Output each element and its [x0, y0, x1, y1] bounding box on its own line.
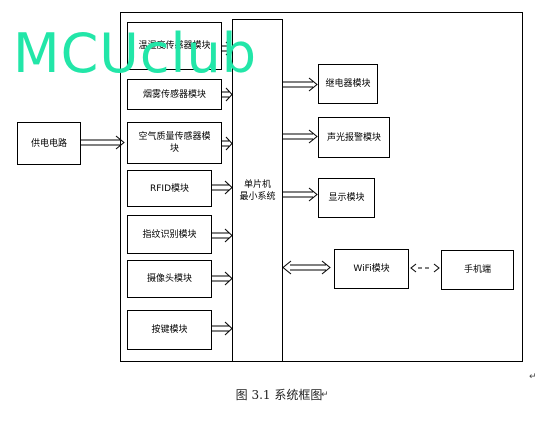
mcu-block: 单片机 最小系统: [232, 19, 283, 362]
arrow-mcu-wifi: [282, 260, 331, 275]
fingerprint-label: 指纹识别模块: [142, 229, 197, 240]
camera-block: 摄像头模块: [127, 260, 212, 298]
arrow-mcu-relay: [283, 77, 318, 92]
arrow-power-mcu: [81, 135, 125, 150]
power-supply-label: 供电电路: [30, 138, 67, 149]
arrow-mcu-display: [283, 187, 318, 202]
arrow-key-mcu: [212, 321, 233, 336]
arrow-air-mcu: [222, 136, 233, 151]
camera-label: 摄像头模块: [146, 274, 192, 284]
air-quality-sensor-label: 空气质量传感器模块: [138, 132, 211, 154]
temp-humidity-sensor-label: 温湿度传感器模块: [138, 41, 211, 51]
phone-label: 手机端: [463, 265, 491, 275]
key-label: 按键模块: [151, 325, 188, 335]
system-boundary: [120, 12, 523, 362]
arrow-mcu-alarm: [283, 129, 318, 144]
arrow-wifi-phone: [410, 263, 440, 273]
relay-label: 继电器模块: [325, 79, 371, 89]
paragraph-mark: ↵: [321, 390, 329, 400]
wifi-block: WiFi模块: [334, 249, 409, 289]
arrow-camera-mcu: [212, 271, 233, 286]
alarm-block: 声光报警模块: [318, 117, 390, 158]
key-block: 按键模块: [127, 310, 212, 350]
rfid-block: RFID模块: [127, 170, 212, 207]
watermark-text: MCUclub: [13, 22, 258, 85]
mcu-label: 单片机 最小系统: [239, 179, 276, 202]
smoke-sensor-block: 烟雾传感器模块: [127, 79, 222, 110]
air-quality-sensor-block: 空气质量传感器模块: [127, 122, 222, 164]
fingerprint-block: 指纹识别模块: [127, 215, 212, 254]
paragraph-mark: ↵: [529, 372, 537, 382]
power-supply-block: 供电电路: [17, 122, 81, 165]
phone-block: 手机端: [441, 250, 514, 290]
wifi-label: WiFi模块: [353, 264, 390, 274]
display-block: 显示模块: [318, 178, 375, 218]
arrow-finger-mcu: [212, 228, 233, 243]
temp-humidity-sensor-block: 温湿度传感器模块: [127, 22, 222, 70]
arrow-rfid-mcu: [212, 180, 233, 195]
alarm-label: 声光报警模块: [326, 132, 381, 143]
rfid-label: RFID模块: [149, 183, 189, 194]
relay-block: 继电器模块: [318, 64, 378, 104]
arrow-smoke-mcu: [222, 87, 233, 102]
display-label: 显示模块: [328, 193, 365, 203]
smoke-sensor-label: 烟雾传感器模块: [142, 89, 206, 100]
figure-caption: 图 3.1 系统框图: [235, 388, 323, 402]
